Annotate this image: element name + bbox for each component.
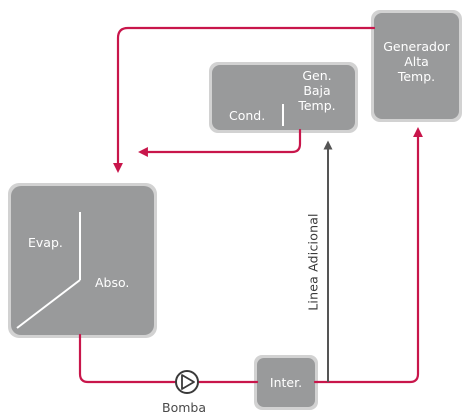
intercambiador-label: Inter. (269, 375, 303, 390)
absorber-divider-diagonal (16, 279, 81, 329)
generator-high-line-1: Generador (383, 39, 450, 54)
generator-low-temp-condenser-box (212, 65, 355, 130)
flow-condenser-to-evaporator (138, 128, 302, 157)
condenser-label: Cond. (229, 108, 266, 123)
generator-high-line-2: Alta (404, 54, 429, 69)
generator-low-line-3: Temp. (298, 98, 336, 113)
generator-low-line-2: Baja (303, 83, 331, 98)
pump-icon (175, 370, 199, 394)
refrigerant-lines (78, 26, 423, 384)
flow-generator-to-evaporator (113, 26, 376, 173)
evaporator-label: Evap. (28, 235, 63, 250)
flow-intercambiador-to-generator (313, 127, 423, 384)
generator-high-line-3: Temp. (397, 69, 436, 84)
evaporator-absorber-box (11, 186, 154, 335)
flow-absorber-to-pump (78, 333, 177, 384)
additional-line-label: Linea Adicional (305, 213, 321, 311)
generator-low-line-1: Gen. (302, 68, 332, 83)
generator-low-temp-label: Gen. Baja Temp. (289, 68, 345, 113)
absorber-label: Abso. (95, 275, 130, 290)
generator-high-temp-box (374, 13, 459, 119)
pump-label: Bomba (162, 400, 206, 415)
intercambiador-box (257, 358, 315, 407)
generator-high-temp-label: Generador Alta Temp. (374, 39, 459, 84)
